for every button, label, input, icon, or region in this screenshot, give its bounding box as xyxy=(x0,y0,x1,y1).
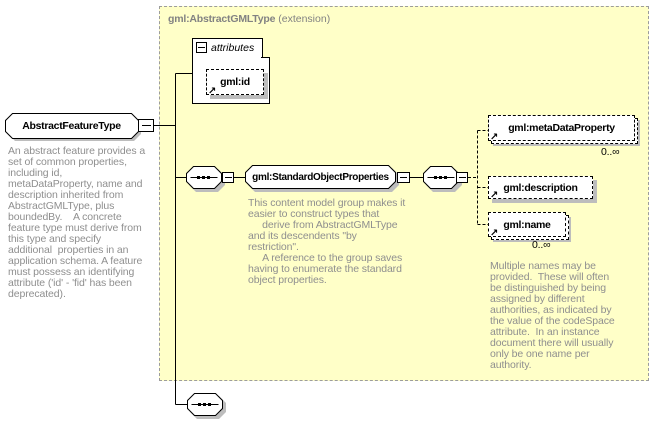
group-ref-annotation: This content model group makes it easier… xyxy=(248,197,406,286)
sequence-icon[interactable] xyxy=(423,166,473,193)
reference-arrow-icon: ↗ xyxy=(208,86,217,97)
occurrence-label: 0..∞ xyxy=(601,146,620,158)
occurrence-label: 0..∞ xyxy=(532,239,551,251)
group-ref-node[interactable]: gml:StandardObjectProperties xyxy=(245,165,411,193)
sequence-icon[interactable] xyxy=(186,166,236,193)
collapse-icon[interactable] xyxy=(222,172,234,183)
complex-type-shape-icon xyxy=(5,113,141,141)
frame-derivation-kind: (extension) xyxy=(278,13,331,25)
collapse-icon[interactable] xyxy=(456,172,468,183)
element-node-name[interactable]: gml:name ↗ xyxy=(488,212,576,245)
element-label: gml:metaDataProperty ↗ xyxy=(488,115,635,143)
root-element-annotation: An abstract feature provides a set of co… xyxy=(8,145,146,300)
frame-type-name: gml:AbstractGMLType xyxy=(168,13,276,25)
collapse-icon[interactable] xyxy=(397,172,410,183)
reference-arrow-icon: ↗ xyxy=(490,132,499,143)
element-node-description[interactable]: gml:description ↗ xyxy=(488,176,600,206)
root-element-label: AbstractFeatureType xyxy=(22,119,121,132)
root-element-node[interactable]: AbstractFeatureType xyxy=(5,113,163,143)
reference-arrow-icon: ↗ xyxy=(490,190,499,201)
name-element-annotation: Multiple names may be provided. These wi… xyxy=(490,260,615,371)
attribute-label: gml:id ↗ xyxy=(206,69,264,97)
attributes-label: attributes xyxy=(211,42,255,54)
reference-arrow-icon: ↗ xyxy=(490,228,499,239)
element-label: gml:name ↗ xyxy=(488,212,566,239)
element-label: gml:description ↗ xyxy=(488,176,593,201)
frame-title: gml:AbstractGMLType(extension) xyxy=(168,13,330,25)
group-shape-icon xyxy=(245,165,399,192)
group-ref-label: gml:StandardObjectProperties xyxy=(252,171,389,183)
attribute-node-gml-id[interactable]: gml:id ↗ xyxy=(206,69,272,103)
collapse-icon[interactable] xyxy=(138,119,154,132)
element-node-metadataproperty[interactable]: gml:metaDataProperty ↗ xyxy=(488,115,643,149)
sequence-icon[interactable] xyxy=(187,393,229,420)
attributes-tab-seam xyxy=(193,56,261,59)
collapse-icon[interactable] xyxy=(196,42,207,53)
